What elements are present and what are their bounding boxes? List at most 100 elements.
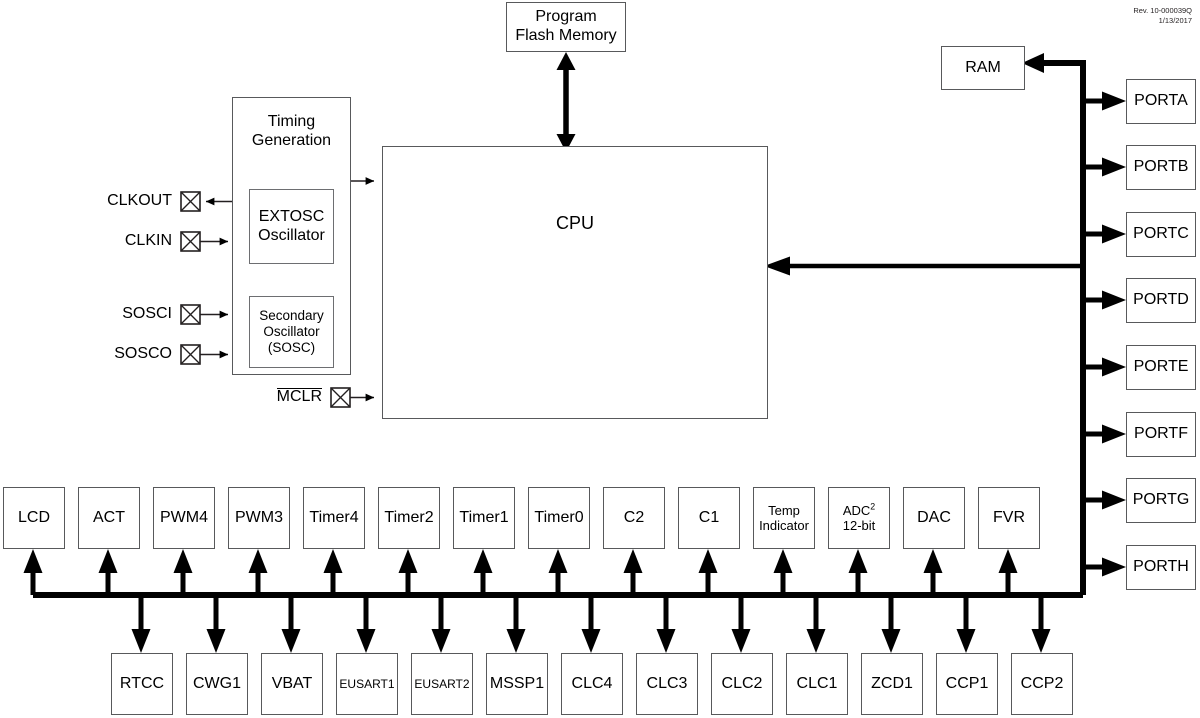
- portb-label: PORTB: [1133, 158, 1189, 176]
- block-portc[interactable]: PORTC: [1126, 212, 1196, 257]
- rtcc-label: RTCC: [119, 674, 165, 692]
- program-flash-line1: Program: [535, 8, 597, 26]
- ccp1-label: CCP1: [945, 674, 989, 692]
- block-secondary-oscillator[interactable]: Secondary Oscillator (SOSC): [249, 296, 334, 368]
- porta-label: PORTA: [1134, 92, 1188, 110]
- bus-arrows-up: [23, 549, 1018, 595]
- revision-date: 1/13/2017: [1158, 16, 1192, 26]
- block-porta[interactable]: PORTA: [1126, 79, 1196, 124]
- block-eusart2[interactable]: EUSART2: [411, 653, 473, 715]
- block-adc[interactable]: ADC2 12-bit: [828, 487, 890, 549]
- block-fvr[interactable]: FVR: [978, 487, 1040, 549]
- block-cwg1[interactable]: CWG1: [186, 653, 248, 715]
- block-porth[interactable]: PORTH: [1126, 545, 1196, 590]
- block-dac[interactable]: DAC: [903, 487, 965, 549]
- block-ccp2[interactable]: CCP2: [1011, 653, 1073, 715]
- block-temp-indicator[interactable]: Temp Indicator: [753, 487, 815, 549]
- vbat-label: VBAT: [271, 674, 313, 692]
- block-portd[interactable]: PORTD: [1126, 278, 1196, 323]
- cwg1-label: CWG1: [193, 674, 241, 692]
- temp-indicator-line2: Indicator: [759, 518, 809, 533]
- eusart1-label: EUSART1: [339, 676, 395, 691]
- block-ccp1[interactable]: CCP1: [936, 653, 998, 715]
- temp-indicator-line1: Temp: [768, 502, 800, 518]
- block-pwm3[interactable]: PWM3: [228, 487, 290, 549]
- block-timer0[interactable]: Timer0: [528, 487, 590, 549]
- block-ram[interactable]: RAM: [941, 46, 1025, 90]
- cpu-label: CPU: [555, 213, 594, 233]
- block-timer2[interactable]: Timer2: [378, 487, 440, 549]
- act-label: ACT: [93, 508, 125, 526]
- block-act[interactable]: ACT: [78, 487, 140, 549]
- block-rtcc[interactable]: RTCC: [111, 653, 173, 715]
- timer0-label: Timer0: [534, 508, 584, 526]
- sosc-line3: (SOSC): [267, 339, 316, 355]
- portd-label: PORTD: [1133, 291, 1189, 309]
- timing-title-line2: Generation: [251, 131, 332, 149]
- sosc-line2: Oscillator: [263, 324, 320, 340]
- adc-line1: ADC2: [842, 501, 876, 518]
- block-timer1[interactable]: Timer1: [453, 487, 515, 549]
- port-bus: [764, 53, 1126, 598]
- porte-label: PORTE: [1133, 358, 1189, 376]
- block-portf[interactable]: PORTF: [1126, 412, 1196, 457]
- block-timer4[interactable]: Timer4: [303, 487, 365, 549]
- dac-label: DAC: [917, 508, 951, 526]
- extosc-line2: Oscillator: [258, 226, 325, 244]
- program-flash-line2: Flash Memory: [515, 27, 617, 44]
- peripheral-bus: [23, 549, 1083, 653]
- block-program-flash-memory[interactable]: Program Flash Memory: [506, 2, 626, 52]
- block-c1[interactable]: C1: [678, 487, 740, 549]
- pin-pad-sosci: [180, 304, 229, 325]
- block-clc4[interactable]: CLC4: [561, 653, 623, 715]
- mclr-overbar-text: MCLR: [276, 388, 322, 405]
- mssp1-label: MSSP1: [489, 674, 545, 692]
- timing-title-line1: Timing: [267, 113, 316, 130]
- clc2-label: CLC2: [721, 674, 763, 692]
- portf-label: PORTF: [1134, 425, 1188, 443]
- portg-label: PORTG: [1132, 491, 1190, 509]
- timer1-label: Timer1: [459, 508, 509, 526]
- clc3-label: CLC3: [646, 674, 688, 692]
- zcd1-label: ZCD1: [871, 674, 913, 692]
- block-c2[interactable]: C2: [603, 487, 665, 549]
- lcd-label: LCD: [17, 508, 50, 526]
- bus-arrows-down: [131, 595, 1051, 653]
- block-cpu[interactable]: CPU: [382, 146, 768, 419]
- block-clc2[interactable]: CLC2: [711, 653, 773, 715]
- sosc-line1: Secondary: [259, 308, 324, 324]
- block-pwm4[interactable]: PWM4: [153, 487, 215, 549]
- block-extosc-oscillator[interactable]: EXTOSC Oscillator: [249, 189, 334, 264]
- block-clc3[interactable]: CLC3: [636, 653, 698, 715]
- portc-label: PORTC: [1133, 225, 1189, 243]
- pin-label-sosci: SOSCI: [122, 305, 172, 322]
- block-lcd[interactable]: LCD: [3, 487, 65, 549]
- ccp2-label: CCP2: [1020, 674, 1064, 692]
- revision-note: Rev. 10-000039Q 1/13/2017: [1133, 6, 1192, 26]
- clc4-label: CLC4: [571, 674, 613, 692]
- block-porte[interactable]: PORTE: [1126, 345, 1196, 390]
- block-zcd1[interactable]: ZCD1: [861, 653, 923, 715]
- pin-pad-mclr: [330, 387, 375, 408]
- block-portg[interactable]: PORTG: [1126, 478, 1196, 523]
- block-clc1[interactable]: CLC1: [786, 653, 848, 715]
- pin-pad-clkin: [180, 231, 229, 252]
- block-portb[interactable]: PORTB: [1126, 145, 1196, 190]
- eusart2-label: EUSART2: [414, 676, 470, 691]
- pin-label-sosco: SOSCO: [114, 345, 172, 362]
- c1-label: C1: [698, 508, 720, 526]
- pin-pad-clkout: [180, 191, 232, 212]
- revision-id: Rev. 10-000039Q: [1133, 6, 1192, 15]
- adc-line2: 12-bit: [842, 518, 876, 533]
- clc1-label: CLC1: [796, 674, 838, 692]
- adc-superscript: 2: [870, 501, 876, 512]
- pin-label-clkout: CLKOUT: [107, 192, 172, 209]
- adc-text: ADC: [842, 502, 871, 518]
- pwm3-label: PWM3: [235, 508, 283, 526]
- block-vbat[interactable]: VBAT: [261, 653, 323, 715]
- ram-label: RAM: [965, 58, 1001, 76]
- block-mssp1[interactable]: MSSP1: [486, 653, 548, 715]
- block-eusart1[interactable]: EUSART1: [336, 653, 398, 715]
